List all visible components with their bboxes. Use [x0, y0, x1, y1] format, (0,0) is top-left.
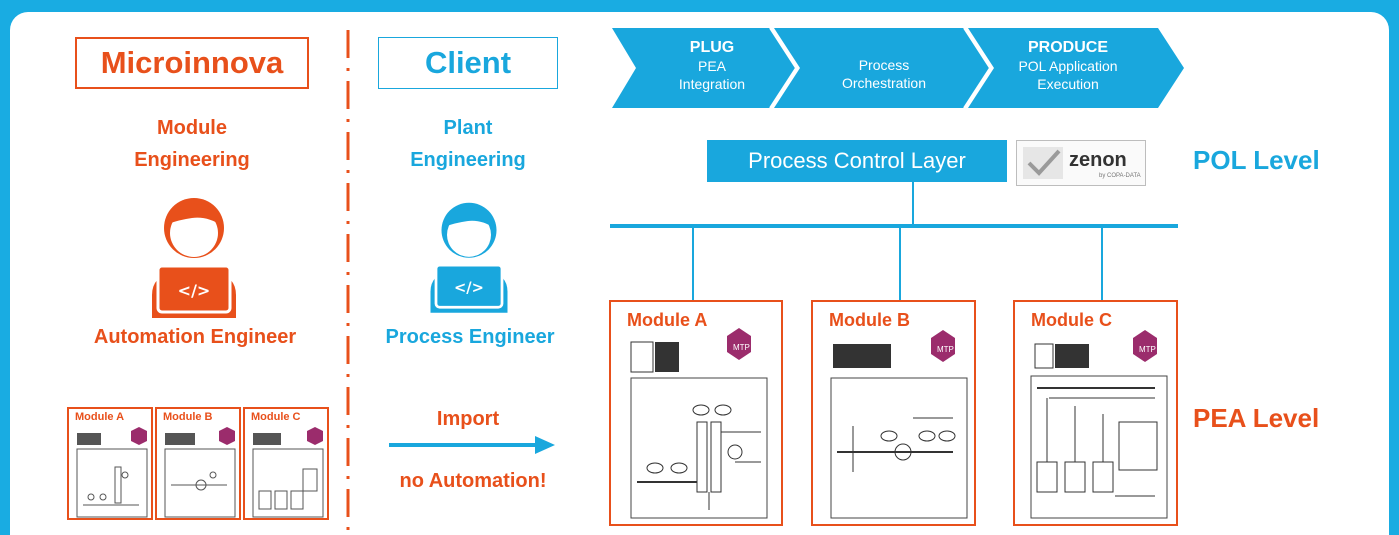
mini-module-a: Module A [67, 407, 153, 520]
mini-module-c-schematic [252, 427, 324, 518]
client-title-box: Client [378, 37, 558, 89]
dashed-divider [346, 30, 350, 535]
zenon-check-icon [1023, 147, 1063, 179]
import-label: Import [436, 408, 500, 430]
process-engineer-label: Process Engineer [385, 326, 555, 348]
chevron-produce-text: PRODUCE POL Application Execution [1018, 39, 1118, 92]
no-automation-label: no Automation! [399, 470, 547, 492]
mini-module-a-schematic [76, 427, 148, 518]
process-engineer-icon: </> [430, 202, 508, 313]
microinnova-title-box: Microinnova [75, 37, 309, 89]
automation-engineer-icon: </> [152, 198, 236, 318]
process-chevrons [612, 28, 1184, 108]
client-title: Client [424, 45, 512, 80]
chevron-process [774, 28, 990, 108]
pol-level-label: POL Level [1193, 145, 1320, 175]
mini-module-b: Module B [155, 407, 241, 520]
process-control-layer-box: Process Control Layer [707, 140, 1007, 182]
automation-engineer-label: Automation Engineer [93, 326, 297, 348]
chevron-plug-text: PLUG PEA Integration [678, 39, 746, 92]
zenon-logo: zenon by COPA-DATA [1016, 140, 1146, 186]
svg-text:</>: </> [178, 281, 211, 300]
pea-level-label: PEA Level [1193, 403, 1320, 433]
module-engineering-heading: Module Engineering [134, 117, 250, 171]
mini-module-c: Module C [243, 407, 329, 520]
chevron-process-text: Process Orchestration [841, 57, 927, 91]
module-b-schematic [830, 330, 968, 519]
module-a-card: Module A MTP [609, 300, 783, 526]
module-c-schematic [1030, 330, 1168, 519]
plant-engineering-heading: Plant Engineering [410, 117, 526, 171]
mini-module-b-schematic [164, 427, 236, 518]
svg-text:</>: </> [454, 280, 484, 297]
module-a-schematic [630, 328, 768, 519]
import-arrow-icon [389, 436, 555, 454]
network-bus [610, 182, 1178, 300]
chevron-produce [968, 28, 1184, 108]
microinnova-title: Microinnova [100, 45, 284, 80]
module-b-card: Module B MTP [811, 300, 976, 526]
chevron-plug [612, 28, 796, 108]
module-c-card: Module C MTP [1013, 300, 1178, 526]
